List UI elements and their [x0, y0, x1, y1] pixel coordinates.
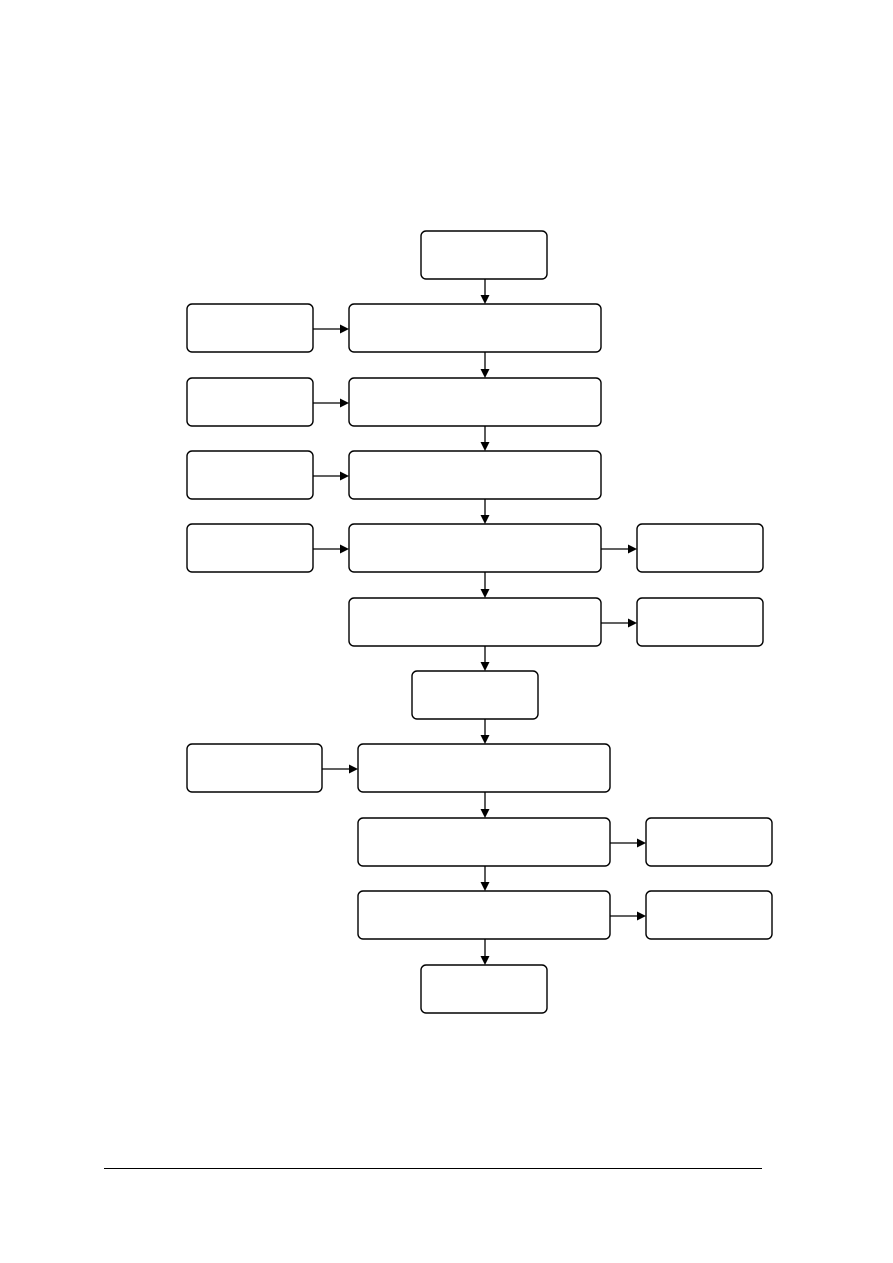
node-box-mid — [411, 670, 539, 720]
node-box-input-6 — [186, 743, 323, 793]
edge-step-6-to-step-7 — [480, 792, 490, 818]
node-box-step-4 — [348, 523, 602, 573]
edge-step-5-to-mid — [480, 646, 490, 671]
node-box-step-2 — [348, 377, 602, 427]
footer-rule — [104, 1168, 762, 1169]
node-box-output-4 — [636, 523, 764, 573]
edge-input-2-to-step-2-arrowhead — [340, 398, 349, 408]
node-step-1 — [348, 303, 602, 353]
edge-step-8-to-end-arrowhead — [480, 956, 490, 965]
node-box-output-5 — [636, 597, 764, 647]
node-output-8 — [645, 890, 773, 940]
edge-step-4-to-step-5 — [480, 572, 490, 598]
node-box-input-1 — [186, 303, 314, 353]
node-output-4 — [636, 523, 764, 573]
node-step-5 — [348, 597, 602, 647]
edge-step-2-to-step-3-arrowhead — [480, 442, 490, 451]
node-box-step-7 — [357, 817, 611, 867]
node-box-step-1 — [348, 303, 602, 353]
node-input-3 — [186, 450, 314, 500]
edge-step-7-to-step-8-arrowhead — [480, 882, 490, 891]
node-mid — [411, 670, 539, 720]
node-box-start — [420, 230, 548, 280]
edge-input-3-to-step-3-arrowhead — [340, 471, 349, 481]
node-step-4 — [348, 523, 602, 573]
edge-step-1-to-step-2-arrowhead — [480, 369, 490, 378]
edge-input-4-to-step-4-arrowhead — [340, 544, 349, 554]
edge-input-2-to-step-2 — [313, 398, 349, 408]
node-box-step-6 — [357, 743, 611, 793]
edge-input-6-to-step-6 — [322, 764, 358, 774]
node-box-input-2 — [186, 377, 314, 427]
node-step-2 — [348, 377, 602, 427]
edge-input-4-to-step-4 — [313, 544, 349, 554]
edge-step-8-to-output-8 — [610, 911, 646, 921]
edge-step-7-to-output-7 — [610, 838, 646, 848]
edge-step-4-to-output-4 — [601, 544, 637, 554]
edge-input-6-to-step-6-arrowhead — [349, 764, 358, 774]
node-box-input-4 — [186, 523, 314, 573]
edge-step-4-to-step-5-arrowhead — [480, 589, 490, 598]
node-end — [420, 964, 548, 1014]
edge-step-2-to-step-3 — [480, 426, 490, 451]
edge-step-4-to-output-4-arrowhead — [628, 544, 637, 554]
edge-start-to-step-1-arrowhead — [480, 295, 490, 304]
edge-mid-to-step-6 — [480, 719, 490, 744]
edge-step-7-to-step-8 — [480, 866, 490, 891]
node-step-7 — [357, 817, 611, 867]
node-input-4 — [186, 523, 314, 573]
edge-start-to-step-1 — [480, 279, 490, 304]
node-box-step-8 — [357, 890, 611, 940]
node-step-8 — [357, 890, 611, 940]
edge-input-1-to-step-1-arrowhead — [340, 324, 349, 334]
node-step-6 — [357, 743, 611, 793]
edge-step-3-to-step-4 — [480, 499, 490, 524]
edge-step-7-to-output-7-arrowhead — [637, 838, 646, 848]
edge-step-6-to-step-7-arrowhead — [480, 809, 490, 818]
node-step-3 — [348, 450, 602, 500]
node-input-1 — [186, 303, 314, 353]
edge-step-5-to-output-5-arrowhead — [628, 618, 637, 628]
node-box-input-3 — [186, 450, 314, 500]
edge-input-3-to-step-3 — [313, 471, 349, 481]
node-box-end — [420, 964, 548, 1014]
edge-input-1-to-step-1 — [313, 324, 349, 334]
node-input-2 — [186, 377, 314, 427]
node-input-6 — [186, 743, 323, 793]
node-start — [420, 230, 548, 280]
node-box-step-3 — [348, 450, 602, 500]
edge-step-3-to-step-4-arrowhead — [480, 515, 490, 524]
node-box-output-8 — [645, 890, 773, 940]
edge-mid-to-step-6-arrowhead — [480, 735, 490, 744]
edge-step-8-to-end — [480, 939, 490, 965]
edge-step-5-to-mid-arrowhead — [480, 662, 490, 671]
node-output-5 — [636, 597, 764, 647]
edge-step-5-to-output-5 — [601, 618, 637, 628]
node-box-output-7 — [645, 817, 773, 867]
node-box-step-5 — [348, 597, 602, 647]
edge-step-1-to-step-2 — [480, 352, 490, 378]
edge-step-8-to-output-8-arrowhead — [637, 911, 646, 921]
node-output-7 — [645, 817, 773, 867]
